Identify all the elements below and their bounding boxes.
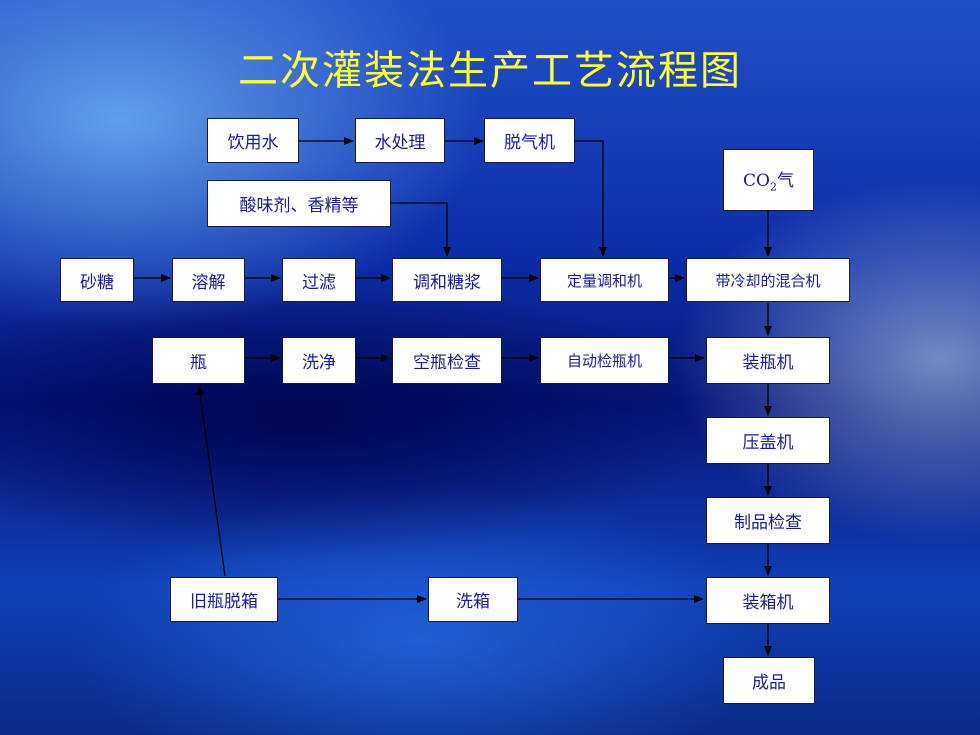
- box-syrup-blend: 调和糖浆: [392, 258, 502, 302]
- box-case-packer: 装箱机: [706, 577, 830, 624]
- box-product-inspection: 制品检查: [706, 497, 830, 544]
- arrow-unpack-to-bottle: [196, 385, 226, 577]
- box-label: 溶解: [191, 272, 226, 293]
- box-finished-product: 成品: [723, 657, 815, 704]
- box-label: 饮用水: [227, 133, 279, 153]
- box-label: 空瓶检查: [413, 353, 481, 373]
- co2-subscript: 2: [769, 180, 777, 194]
- box-washing: 洗净: [282, 337, 356, 384]
- box-bottle: 瓶: [152, 337, 245, 384]
- box-label: 带冷却的混合机: [715, 271, 821, 290]
- box-label: 旧瓶脱箱: [190, 592, 258, 612]
- box-old-bottle-unpacking: 旧瓶脱箱: [170, 577, 278, 622]
- box-sugar: 砂糖: [60, 258, 134, 302]
- box-label: 装箱机: [742, 593, 794, 613]
- box-label: 自动检瓶机: [566, 352, 642, 370]
- box-capper: 压盖机: [706, 417, 830, 464]
- box-auto-inspector: 自动检瓶机: [540, 337, 669, 384]
- box-empty-bottle-inspection: 空瓶检查: [392, 337, 502, 384]
- box-label: 洗净: [302, 353, 336, 373]
- box-label: 洗箱: [456, 592, 490, 612]
- box-co2-gas: CO2气: [723, 149, 814, 211]
- arrow-acid-to-syrup: [391, 202, 451, 257]
- box-case-washing: 洗箱: [428, 577, 518, 622]
- box-dosing-mixer: 定量调和机: [540, 258, 669, 302]
- box-acid-flavor: 酸味剂、香精等: [207, 180, 391, 227]
- co2-main: CO: [743, 171, 770, 192]
- box-label: CO2气: [743, 166, 794, 193]
- box-label: 制品检查: [734, 513, 802, 533]
- box-filler: 装瓶机: [706, 337, 830, 384]
- box-label: 调和糖浆: [413, 272, 481, 293]
- diagram-title: 二次灌装法生产工艺流程图: [238, 48, 742, 94]
- box-label: 水处理: [374, 133, 426, 153]
- box-label: 砂糖: [80, 272, 114, 293]
- box-label: 成品: [752, 673, 786, 693]
- box-label: 定量调和机: [566, 271, 642, 290]
- arrow-degasser-to-dosing: [575, 140, 607, 257]
- box-water-treatment: 水处理: [355, 118, 445, 163]
- box-label: 过滤: [302, 272, 336, 293]
- box-label: 装瓶机: [742, 353, 794, 373]
- box-cooling-mixer: 带冷却的混合机: [686, 258, 850, 302]
- box-drinking-water: 饮用水: [207, 118, 299, 163]
- box-label: 脱气机: [504, 133, 555, 153]
- box-filter: 过滤: [282, 258, 356, 302]
- box-label: 瓶: [190, 353, 207, 373]
- co2-suffix: 气: [776, 171, 794, 192]
- box-label: 酸味剂、香精等: [239, 196, 359, 216]
- box-degasser: 脱气机: [484, 118, 575, 163]
- box-dissolve: 溶解: [172, 258, 245, 302]
- box-label: 压盖机: [742, 433, 794, 453]
